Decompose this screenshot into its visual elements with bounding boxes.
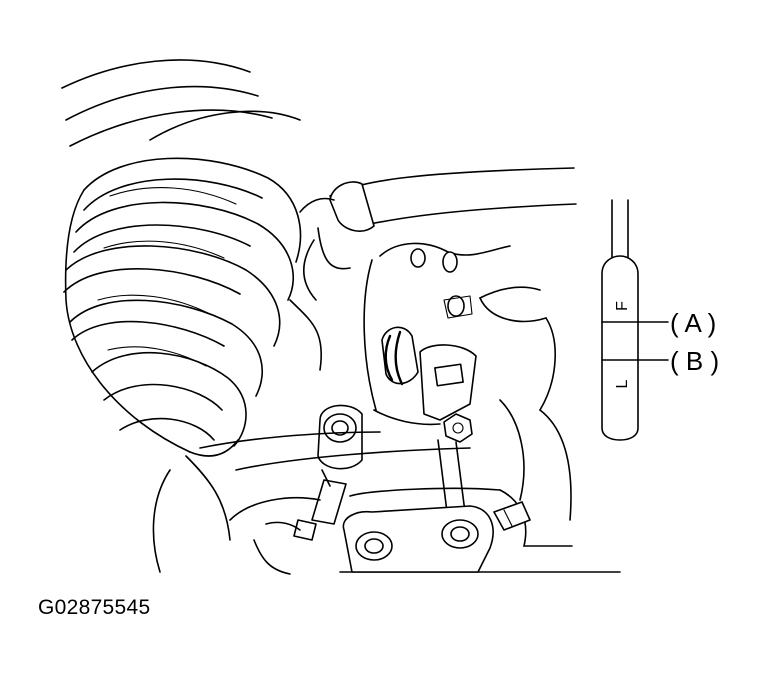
upper-panel-lines <box>61 59 301 147</box>
gauge-mark-low: L <box>614 379 631 388</box>
air-intake-hose <box>63 157 302 457</box>
link-rod <box>265 404 363 541</box>
figure-id: G02875545 <box>38 596 151 619</box>
callout-a: ( A ) <box>670 308 716 338</box>
center-assembly <box>363 242 556 521</box>
oil-dipstick: F L <box>601 199 669 441</box>
upper-pipe <box>289 167 577 371</box>
lower-frame <box>152 399 621 575</box>
callout-b: ( B ) <box>670 346 719 376</box>
gauge-mark-full: F <box>614 301 631 311</box>
